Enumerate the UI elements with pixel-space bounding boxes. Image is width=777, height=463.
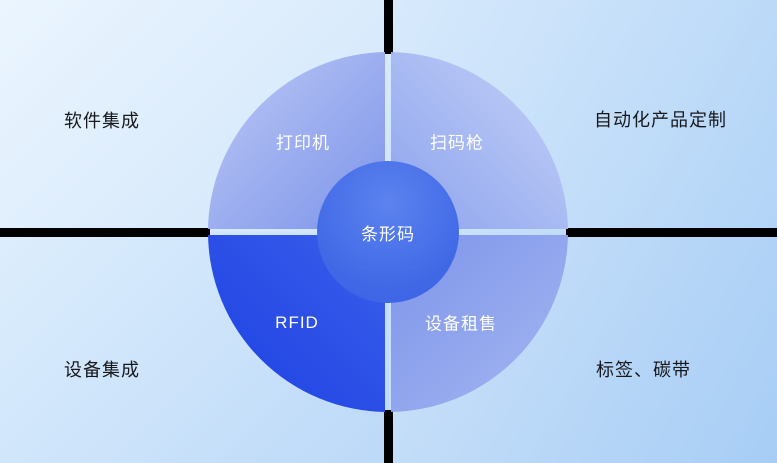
ring-segment-label-scanner: 扫码枪 bbox=[430, 133, 484, 153]
ring-chart: 打印机 扫码枪 RFID 设备租售 条形码 bbox=[208, 52, 568, 412]
corner-label-equipment-integration: 设备集成 bbox=[64, 360, 140, 380]
ring-segment-label-rfid: RFID bbox=[275, 313, 319, 332]
divider-horizontal-right bbox=[566, 228, 777, 237]
divider-vertical-top bbox=[384, 0, 393, 54]
ring-segment-label-printer: 打印机 bbox=[276, 133, 330, 153]
center-label: 条形码 bbox=[361, 224, 415, 244]
ring-segment-label-rental: 设备租售 bbox=[425, 314, 497, 334]
center-circle: 条形码 bbox=[317, 161, 459, 303]
corner-label-labels-ribbons: 标签、碳带 bbox=[596, 360, 691, 380]
divider-horizontal-left bbox=[0, 228, 210, 237]
divider-vertical-bottom bbox=[384, 410, 393, 463]
corner-label-software-integration: 软件集成 bbox=[64, 111, 140, 131]
corner-label-automation-custom: 自动化产品定制 bbox=[594, 110, 727, 130]
